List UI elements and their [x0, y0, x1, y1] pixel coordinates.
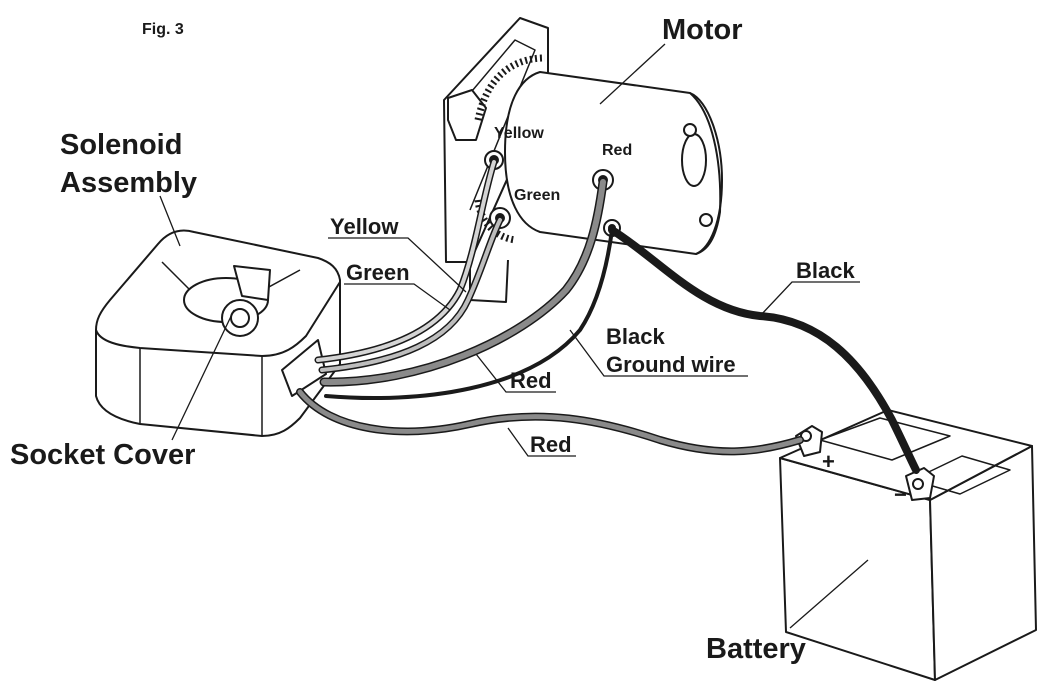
- label-socket-cover: Socket Cover: [10, 439, 196, 471]
- socket-cover: [233, 265, 271, 301]
- label-green-wire: Green: [346, 260, 410, 285]
- label-terminal-yellow: Yellow: [494, 125, 544, 142]
- label-black-ground-line1: Black: [606, 324, 665, 349]
- label-solenoid-line2: Assembly: [60, 167, 198, 199]
- figure-number: Fig. 3: [142, 21, 184, 38]
- motor-assembly: [443, 17, 723, 303]
- motor-end-bolt-top: [683, 123, 697, 137]
- black-ground-wire: [324, 228, 614, 401]
- solenoid-box: [95, 229, 341, 437]
- motor-end-cap: [689, 92, 723, 255]
- solenoid-assembly: [95, 229, 341, 437]
- leader-socket-cover: [171, 309, 235, 441]
- label-yellow-wire: Yellow: [330, 214, 399, 239]
- label-black-ground-line2: Ground wire: [606, 352, 736, 377]
- label-solenoid-line1: Solenoid: [60, 129, 183, 161]
- label-battery-minus: −: [894, 482, 907, 507]
- label-motor: Motor: [662, 14, 743, 46]
- leader-lines: [159, 43, 869, 629]
- label-red-wire-motor: Red: [510, 368, 552, 393]
- solenoid-wire-grommet: [281, 339, 327, 397]
- leader-red-wire-battery: [507, 427, 576, 457]
- wiring: [296, 158, 920, 474]
- leader-green-wire: [344, 283, 451, 311]
- label-black-wire: Black: [796, 258, 855, 283]
- leader-motor: [599, 43, 666, 105]
- leader-black-ground: [569, 329, 748, 377]
- label-red-wire-battery: Red: [530, 432, 572, 457]
- black-battery-wire: [608, 226, 920, 474]
- motor-end-bolt-bottom: [699, 213, 713, 227]
- leader-battery: [789, 559, 869, 629]
- label-terminal-red: Red: [602, 142, 633, 159]
- leader-black-battery: [759, 281, 860, 317]
- motor-shaft-hole: [681, 133, 707, 187]
- leader-solenoid: [159, 195, 181, 247]
- leader-red-wire-motor: [475, 353, 556, 393]
- label-battery: Battery: [706, 633, 806, 665]
- label-battery-plus: +: [822, 449, 835, 474]
- leader-yellow-wire: [328, 237, 467, 293]
- label-terminal-green: Green: [514, 187, 561, 204]
